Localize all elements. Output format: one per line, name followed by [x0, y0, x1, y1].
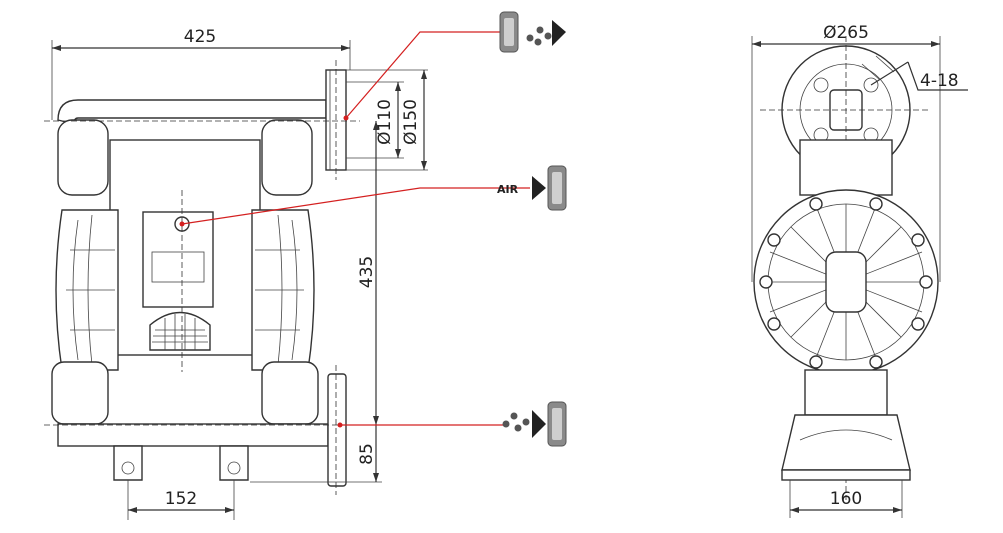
right-lower-elbow [261, 361, 319, 425]
inlet-flange [327, 373, 347, 487]
left-lower-elbow [51, 361, 109, 425]
front-view: 425 Ø110 Ø150 435 85 152 [44, 27, 530, 520]
side-lower-neck [804, 369, 888, 416]
side-view: Ø265 4-18 160 [751, 23, 968, 518]
bottom-manifold [57, 423, 329, 447]
mount-holes-leader [870, 61, 909, 86]
dim-inlet-height: 85 [357, 443, 377, 465]
left-foot [113, 445, 143, 481]
dim-overall-width: 425 [184, 27, 216, 47]
air-fitting-icon: AIR [497, 165, 567, 211]
dim-side-diameter: Ø265 [823, 23, 869, 43]
dim-flange-large: Ø150 [401, 99, 421, 145]
side-center-plate [825, 251, 867, 313]
left-upper-elbow [57, 119, 109, 196]
dim-mount-holes: 4-18 [920, 71, 959, 91]
right-upper-elbow [261, 119, 313, 196]
muffler [149, 311, 211, 351]
dim-side-base-width: 160 [830, 489, 862, 509]
dim-foot-spacing: 152 [165, 489, 197, 509]
side-base [781, 414, 911, 471]
outlet-leader [345, 31, 505, 119]
side-bolts [759, 197, 933, 369]
right-foot [219, 445, 249, 481]
side-foot-plate [781, 469, 911, 481]
air-leader [181, 187, 530, 225]
side-neck [799, 139, 893, 196]
dim-flange-small: Ø110 [375, 99, 395, 145]
air-label: AIR [497, 183, 519, 196]
dim-outlet-height: 435 [357, 256, 377, 288]
inlet-fitting-icon [502, 401, 567, 447]
outlet-fitting-icon [499, 11, 566, 53]
